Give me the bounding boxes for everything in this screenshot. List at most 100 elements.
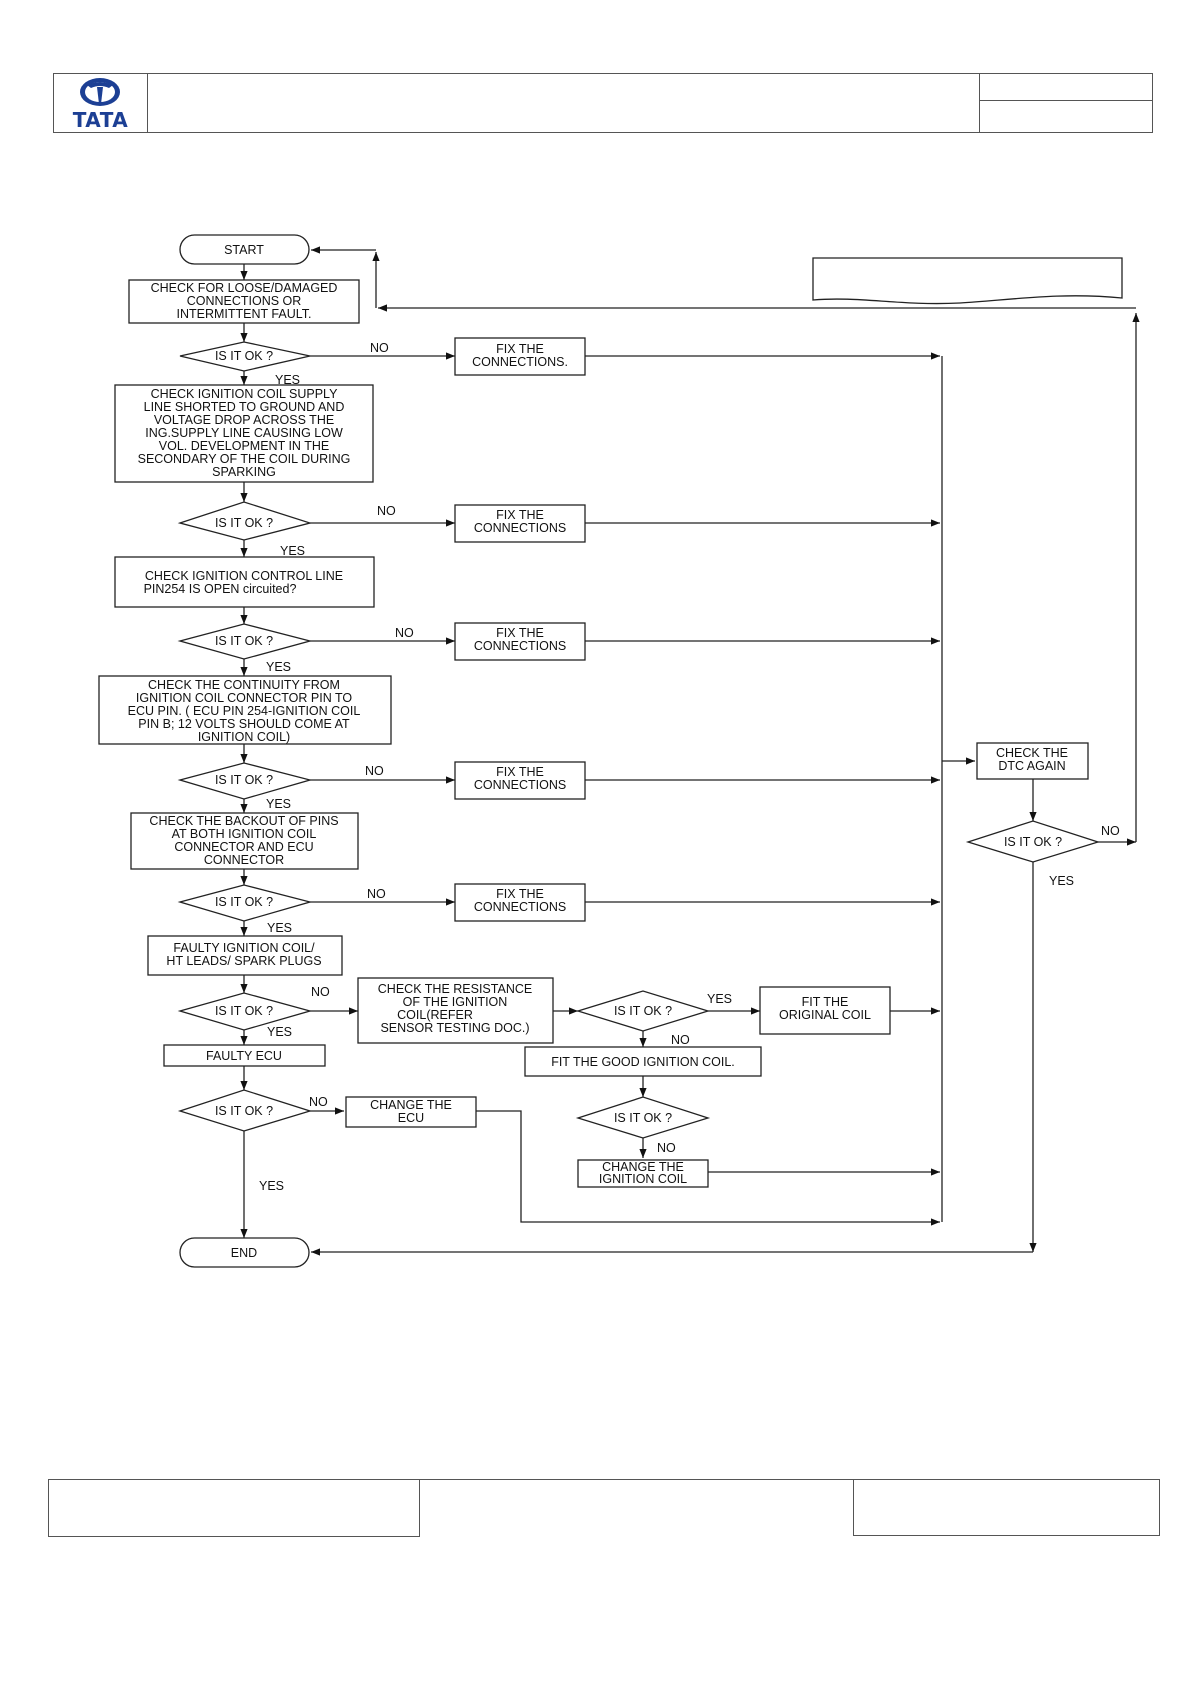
note-document-shape	[812, 257, 1123, 305]
start-label: START	[224, 243, 264, 257]
decision-1-label: IS IT OK ?	[215, 349, 273, 363]
check-loose-box	[128, 279, 360, 324]
end-label: END	[231, 1246, 257, 1260]
decision-dtc	[965, 820, 1101, 863]
check-control-box	[114, 556, 375, 608]
decision-9-no: NO	[657, 1141, 676, 1155]
decision-2-label: IS IT OK ?	[215, 516, 273, 530]
check-loose-line-3: INTERMITTENT FAULT.	[177, 307, 312, 321]
footer-left-box	[48, 1479, 420, 1537]
decision-2-yes: YES	[280, 544, 305, 558]
faulty-coil-line-2: HT LEADS/ SPARK PLUGS	[166, 954, 321, 968]
decision-7	[575, 990, 711, 1032]
decision-8-no: NO	[309, 1095, 328, 1109]
decision-8	[177, 1089, 313, 1132]
decision-6	[177, 992, 313, 1031]
check-supply-line-1: CHECK IGNITION COIL SUPPLY	[151, 387, 339, 401]
decision-6-no: NO	[311, 985, 330, 999]
check-control-line-1: CHECK IGNITION CONTROL LINE	[145, 569, 343, 583]
fix-box-2-line-2: CONNECTIONS	[474, 521, 566, 535]
decision-dtc-no: NO	[1101, 824, 1120, 838]
decision-5	[177, 884, 313, 922]
decision-3-no: NO	[395, 626, 414, 640]
fix-box-2-line-1: FIX THE	[496, 508, 544, 522]
fix-box-4-line-2: CONNECTIONS	[474, 778, 566, 792]
check-resistance-box	[357, 977, 554, 1044]
check-continuity-box	[98, 675, 392, 745]
check-dtc-line-2: DTC AGAIN	[998, 759, 1065, 773]
decision-4-yes: YES	[266, 797, 291, 811]
check-continuity-line-4: PIN B; 12 VOLTS SHOULD COME AT	[138, 717, 350, 731]
decision-7-yes: YES	[707, 992, 732, 1006]
change-coil-line-2: IGNITION COIL	[599, 1172, 687, 1186]
check-supply-line-3: VOLTAGE DROP ACROSS THE	[154, 413, 334, 427]
faulty-ecu-box	[163, 1044, 326, 1067]
decision-6-yes: YES	[267, 1025, 292, 1039]
fit-good-coil-label: FIT THE GOOD IGNITION COIL.	[551, 1055, 735, 1069]
fit-good-coil-box	[524, 1046, 762, 1077]
decision-8-yes: YES	[259, 1179, 284, 1193]
fit-original-line-1: FIT THE	[802, 995, 849, 1009]
fix-box-1-line-1: FIX THE	[496, 342, 544, 356]
decision-3-yes: YES	[266, 660, 291, 674]
fix-box-5	[454, 883, 586, 922]
header-block: TATA	[53, 73, 1153, 133]
decision-2	[177, 501, 313, 541]
check-resistance-line-1: CHECK THE RESISTANCE	[378, 982, 532, 996]
check-backout-line-4: CONNECTOR	[204, 853, 284, 867]
footer-right-box	[853, 1479, 1160, 1536]
tata-logo-emblem-icon	[80, 78, 120, 106]
decision-4-no: NO	[365, 764, 384, 778]
faulty-coil-line-1: FAULTY IGNITION COIL/	[173, 941, 315, 955]
footer-center-box	[418, 1479, 855, 1537]
check-continuity-line-2: IGNITION COIL CONNECTOR PIN TO	[136, 691, 353, 705]
decision-7-label: IS IT OK ?	[614, 1004, 672, 1018]
faulty-coil-box	[147, 935, 343, 976]
decision-6-label: IS IT OK ?	[215, 1004, 273, 1018]
check-resistance-line-2: OF THE IGNITION	[403, 995, 508, 1009]
decision-dtc-yes: YES	[1049, 874, 1074, 888]
decision-2-no: NO	[377, 504, 396, 518]
decision-9-label: IS IT OK ?	[614, 1111, 672, 1125]
check-supply-line-2: LINE SHORTED TO GROUND AND	[144, 400, 345, 414]
fit-original-line-2: ORIGINAL COIL	[779, 1008, 871, 1022]
check-backout-line-1: CHECK THE BACKOUT OF PINS	[149, 814, 338, 828]
check-supply-box	[114, 384, 374, 483]
faulty-ecu-label: FAULTY ECU	[206, 1049, 282, 1063]
change-coil-line-1: CHANGE THE	[602, 1160, 684, 1174]
change-ecu-box	[345, 1096, 477, 1128]
decision-3-label: IS IT OK ?	[215, 634, 273, 648]
decision-3	[177, 623, 313, 660]
decision-4	[177, 762, 313, 800]
check-resistance-line-3: COIL(REFER	[397, 1008, 473, 1022]
check-continuity-line-5: IGNITION COIL)	[198, 730, 290, 744]
decision-9	[575, 1096, 711, 1139]
decision-1-no: NO	[370, 341, 389, 355]
check-loose-line-1: CHECK FOR LOOSE/DAMAGED	[151, 281, 338, 295]
decision-5-yes: YES	[267, 921, 292, 935]
fix-box-5-line-2: CONNECTIONS	[474, 900, 566, 914]
decision-4-label: IS IT OK ?	[215, 773, 273, 787]
change-coil-box	[577, 1159, 709, 1188]
fix-box-4	[454, 761, 586, 800]
check-continuity-line-3: ECU PIN. ( ECU PIN 254-IGNITION COIL	[128, 704, 361, 718]
check-continuity-line-1: CHECK THE CONTINUITY FROM	[148, 678, 340, 692]
decision-5-label: IS IT OK ?	[215, 895, 273, 909]
check-supply-line-4: ING.SUPPLY LINE CAUSING LOW	[145, 426, 343, 440]
decision-1-yes: YES	[275, 373, 300, 387]
check-supply-line-6: SECONDARY OF THE COIL DURING	[138, 452, 351, 466]
change-ecu-line-1: CHANGE THE	[370, 1098, 452, 1112]
check-dtc-box	[976, 742, 1089, 780]
tata-logo: TATA	[54, 74, 148, 132]
fix-box-1	[454, 337, 586, 376]
check-dtc-line-1: CHECK THE	[996, 746, 1068, 760]
check-backout-box	[130, 812, 359, 870]
fix-box-3-line-1: FIX THE	[496, 626, 544, 640]
start-terminal	[179, 234, 310, 265]
check-backout-line-2: AT BOTH IGNITION COIL	[172, 827, 317, 841]
check-resistance-line-4: SENSOR TESTING DOC.)	[380, 1021, 529, 1035]
end-terminal	[179, 1237, 310, 1268]
check-control-line-2: PIN254 IS OPEN circuited?	[144, 582, 297, 596]
fix-box-3	[454, 622, 586, 661]
